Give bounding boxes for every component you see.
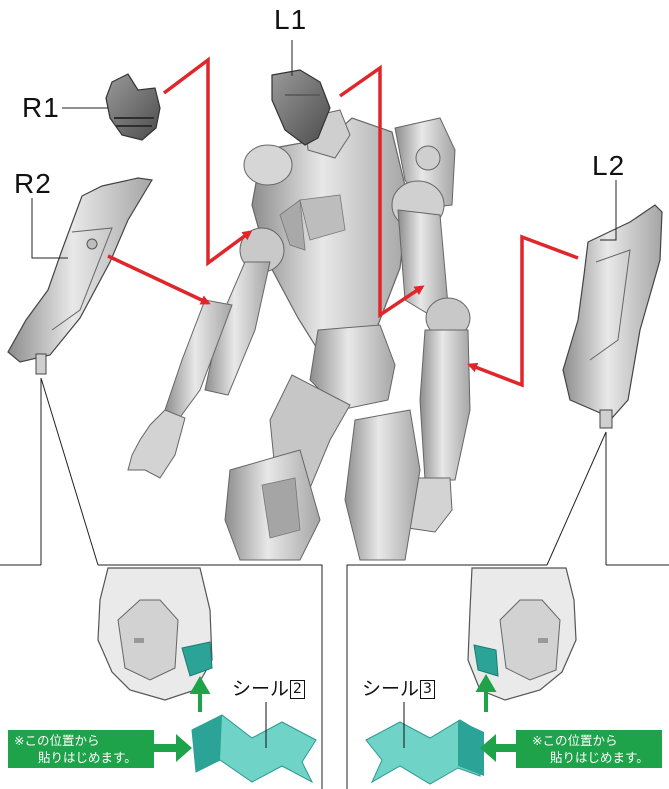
label-r1: R1 [22, 94, 60, 122]
label-r2: R2 [14, 170, 52, 198]
seal-label-right-text: シール [362, 678, 419, 700]
label-l1: L1 [274, 6, 307, 34]
note-arrow-left [150, 734, 192, 762]
seal-number-left: 2 [290, 680, 305, 699]
note-left-line1: ※この位置から [14, 732, 137, 749]
seal-number-right: 3 [420, 680, 435, 699]
arrow-r2 [108, 256, 208, 303]
note-right-line1: ※この位置から [532, 732, 649, 749]
robot-figure [128, 110, 470, 560]
part-r1 [106, 74, 160, 140]
arrow-l2 [470, 237, 578, 385]
note-arrow-right [480, 734, 520, 762]
label-l2: L2 [592, 152, 625, 180]
note-right: ※この位置から 貼りはじめます。 [532, 732, 649, 766]
up-arrow-left [193, 680, 207, 712]
arrow-r1 [164, 60, 250, 263]
part-r2 [8, 178, 152, 374]
seal-label-left-text: シール [232, 678, 289, 700]
part-l2 [563, 205, 662, 428]
note-right-line2: 貼りはじめます。 [532, 749, 649, 766]
note-left-line2: 貼りはじめます。 [14, 749, 137, 766]
note-left: ※この位置から 貼りはじめます。 [14, 732, 137, 766]
